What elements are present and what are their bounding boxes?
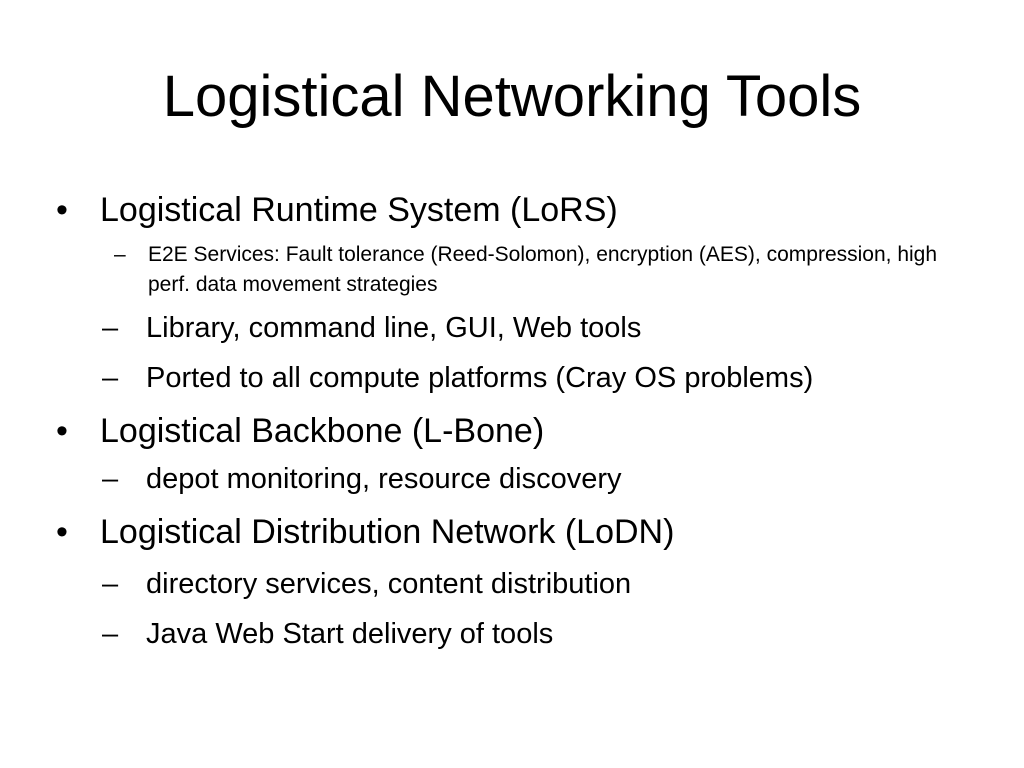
sub-item: – E2E Services: Fault tolerance (Reed-So… [102, 240, 976, 300]
sub-item-text: Java Web Start delivery of tools [146, 618, 554, 650]
bullet-item-lodn: • Logistical Distribution Network (LoDN)… [56, 512, 976, 652]
sub-list: – depot monitoring, resource discovery [56, 461, 976, 497]
bullet-icon: • [56, 412, 68, 450]
sub-item-text: Ported to all compute platforms (Cray OS… [146, 362, 814, 394]
slide-title: Logistical Networking Tools [162, 64, 862, 129]
dash-icon: – [102, 312, 119, 344]
bullet-item-lbone: • Logistical Backbone (L-Bone) – depot m… [56, 411, 976, 497]
bullet-item-lors: • Logistical Runtime System (LoRS) – E2E… [56, 190, 976, 396]
dash-icon: – [102, 568, 119, 600]
sub-item-text: Library, command line, GUI, Web tools [146, 312, 642, 344]
sub-item-text: directory services, content distribution [146, 568, 632, 600]
dash-icon: – [102, 618, 119, 650]
bullet-list: • Logistical Runtime System (LoRS) – E2E… [56, 190, 976, 652]
sub-item: – directory services, content distributi… [102, 566, 976, 602]
dash-icon: – [114, 243, 126, 266]
dash-icon: – [102, 362, 119, 394]
bullet-icon: • [56, 191, 68, 229]
bullet-text: Logistical Backbone (L-Bone) [100, 412, 545, 450]
bullet-text: Logistical Runtime System (LoRS) [100, 191, 618, 229]
bullet-icon: • [56, 513, 68, 551]
sub-list: – directory services, content distributi… [56, 566, 976, 652]
sub-list: – E2E Services: Fault tolerance (Reed-So… [56, 240, 976, 396]
sub-item-text: E2E Services: Fault tolerance (Reed-Solo… [148, 243, 938, 296]
dash-icon: – [102, 463, 119, 495]
bullet-text: Logistical Distribution Network (LoDN) [100, 513, 675, 551]
sub-item: – Library, command line, GUI, Web tools [102, 310, 976, 346]
sub-item: – depot monitoring, resource discovery [102, 461, 976, 497]
sub-item: – Ported to all compute platforms (Cray … [102, 360, 976, 396]
sub-item-text: depot monitoring, resource discovery [146, 463, 622, 495]
sub-item: – Java Web Start delivery of tools [102, 616, 976, 652]
